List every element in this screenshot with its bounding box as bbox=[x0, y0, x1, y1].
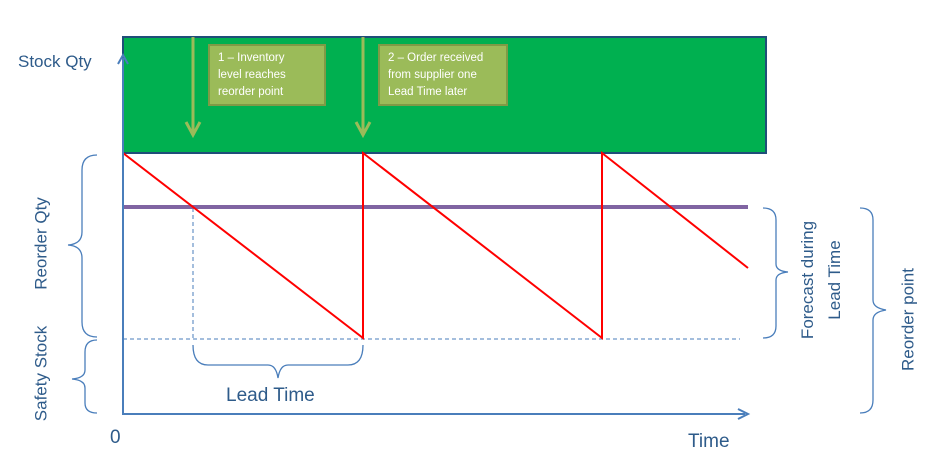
safety-stock-brace bbox=[71, 339, 98, 414]
reorder-qty-brace bbox=[67, 154, 98, 338]
note-2-line-1: 2 – Order received bbox=[388, 52, 484, 64]
forecast-brace bbox=[762, 207, 789, 339]
reorder-qty-label: Reorder Qty bbox=[31, 197, 51, 290]
safety-stock-label: Safety Stock bbox=[31, 325, 51, 422]
y-axis-arrowhead bbox=[117, 52, 129, 65]
forecast-during-lead-time-label: Forecast during Lead Time bbox=[794, 215, 848, 345]
arrow-2-head bbox=[354, 121, 372, 139]
note-reorder-point: 1 – Inventory level reaches reorder poin… bbox=[208, 44, 326, 106]
forecast-label-line2: Lead Time bbox=[825, 240, 844, 320]
reorder-point-brace bbox=[859, 207, 887, 414]
note-2-line-2: from supplier one bbox=[388, 69, 477, 81]
inventory-sawtooth bbox=[122, 150, 749, 341]
stock-qty-label: Stock Qty bbox=[18, 52, 92, 71]
note-1-line-2: level reaches bbox=[218, 69, 286, 81]
x-axis-arrowhead bbox=[737, 408, 751, 420]
arrow-1-head bbox=[184, 121, 202, 139]
note-order-received: 2 – Order received from supplier one Lea… bbox=[378, 44, 508, 106]
note-1-line-3: reorder point bbox=[218, 86, 284, 98]
origin-zero-label: 0 bbox=[110, 427, 121, 448]
note-1-line-1: 1 – Inventory bbox=[218, 52, 285, 64]
time-axis-label: Time bbox=[688, 431, 730, 452]
lead-time-brace bbox=[192, 344, 364, 379]
reorder-point-label: Reorder point bbox=[898, 268, 918, 372]
note-2-line-3: Lead Time later bbox=[388, 86, 468, 98]
forecast-label-line1: Forecast during bbox=[798, 220, 817, 340]
lead-time-label: Lead Time bbox=[226, 385, 315, 406]
